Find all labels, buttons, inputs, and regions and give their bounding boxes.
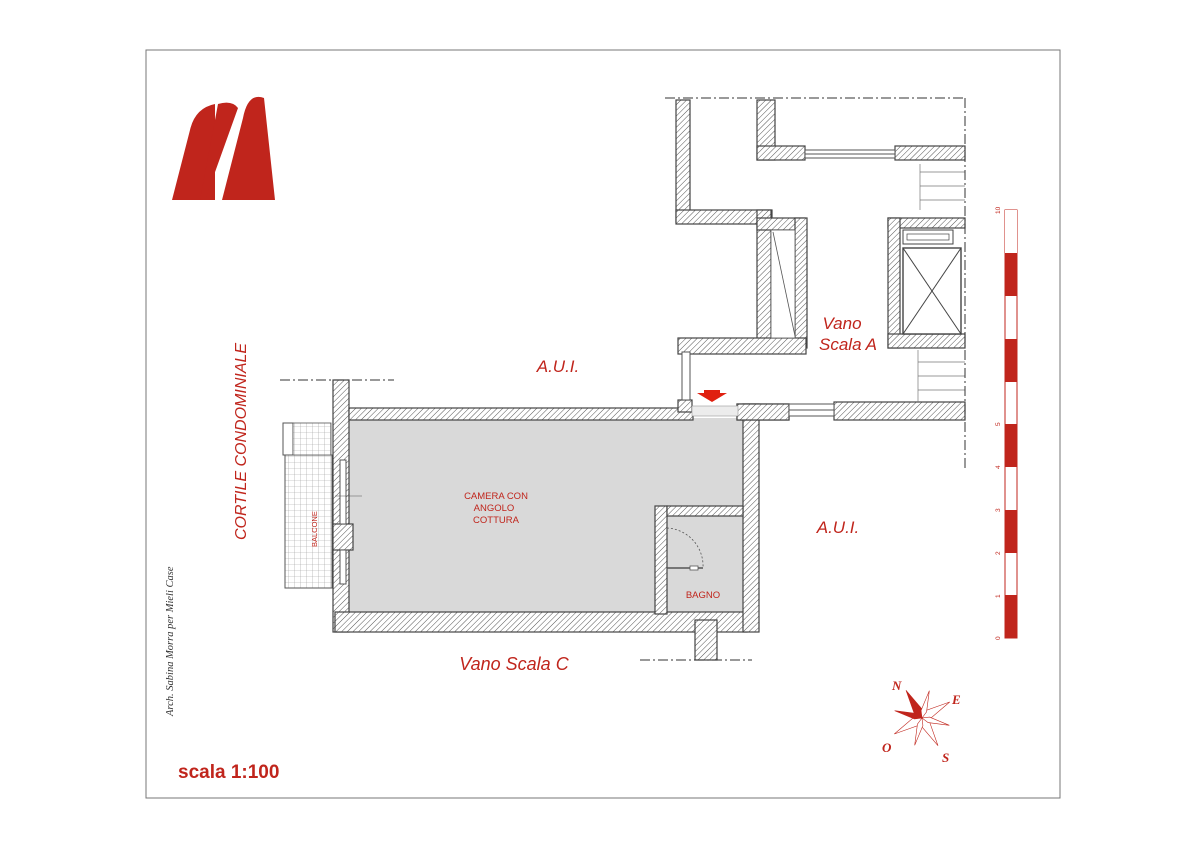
scala-a-label: Scala A [819, 335, 877, 354]
camera-line2: ANGOLO [474, 503, 515, 514]
aui-right-label: A.U.I. [816, 518, 860, 537]
compass-n: N [891, 678, 902, 693]
cortile-label: CORTILE CONDOMINIALE [233, 343, 250, 540]
aui-top-label: A.U.I. [536, 357, 580, 376]
scale-tick-2: 2 [995, 551, 1002, 555]
balcone-top [292, 422, 332, 456]
stairs-a [917, 164, 965, 402]
building-walls [675, 99, 966, 421]
company-logo [172, 96, 275, 200]
balcone-end [282, 422, 294, 456]
scale-tick-1: 1 [995, 594, 1002, 598]
scale-bar: 0 1 2 3 4 5 10 [995, 206, 1018, 640]
scale-tick-3: 3 [995, 508, 1002, 512]
bagno-room [666, 506, 743, 614]
page-frame [145, 49, 1061, 799]
scale-tick-10: 10 [995, 206, 1002, 214]
bagno-door [666, 527, 704, 571]
scale-label: scala 1:100 [178, 762, 279, 783]
compass-rose-icon: N E S O [882, 678, 961, 765]
lift-shaft [902, 229, 962, 335]
compass-e: E [951, 692, 961, 707]
balcone-label: BALCONE [310, 511, 319, 547]
compass-s: S [942, 750, 949, 765]
vano-scala-c-label: Vano Scala C [459, 654, 569, 674]
entry-threshold [691, 405, 739, 417]
closet [770, 229, 796, 339]
vano-label: Vano [822, 314, 861, 333]
architect-signature: Arch. Sabina Morra per Mieli Case [165, 566, 176, 717]
scale-tick-4: 4 [995, 465, 1002, 469]
camera-line1: CAMERA CON [464, 491, 528, 502]
entrance-arrow-icon [697, 390, 727, 402]
compass-o: O [882, 740, 892, 755]
scale-tick-5: 5 [995, 422, 1002, 426]
camera-line3: COTTURA [473, 515, 520, 526]
boundary-lines [280, 97, 966, 661]
windows [339, 149, 896, 585]
balcone-area [284, 454, 333, 589]
bagno-label: BAGNO [686, 590, 720, 601]
scale-tick-0: 0 [995, 636, 1002, 640]
